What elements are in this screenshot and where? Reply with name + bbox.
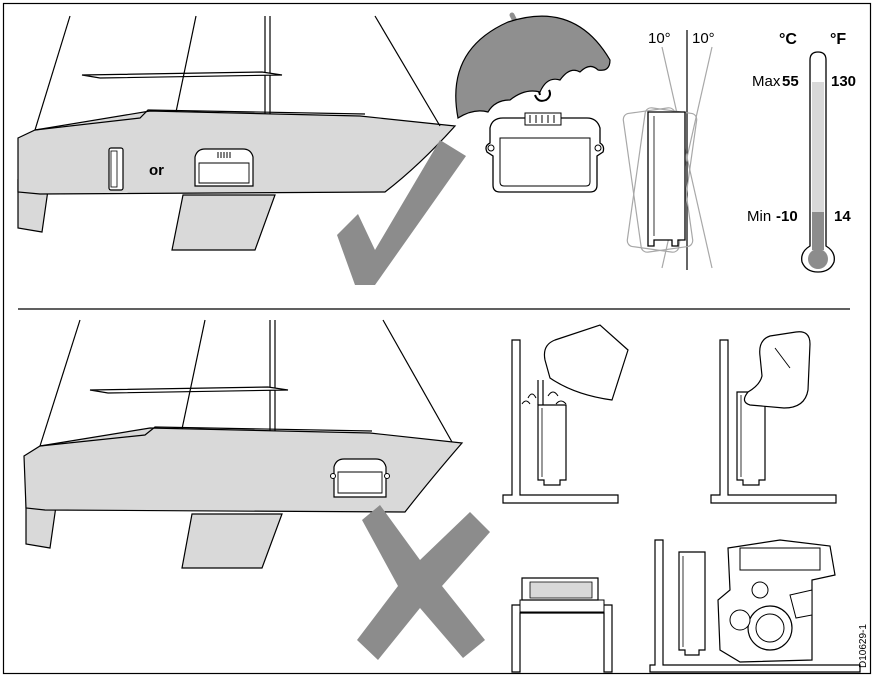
- exposed-display-unit: [330, 458, 390, 498]
- figure-id: D10629-1: [858, 624, 869, 668]
- or-label: or: [149, 162, 164, 179]
- thermometer-range-band: [812, 82, 824, 212]
- cabin-roof: [39, 426, 373, 447]
- spreader: [81, 71, 283, 79]
- correct-boat-illustration: or: [17, 15, 457, 251]
- side-mounted-unit-face: [110, 150, 118, 188]
- backstay: [374, 15, 441, 127]
- incorrect-boat-illustration: [23, 319, 464, 569]
- water-splash: [521, 391, 567, 405]
- min-label: Min: [747, 208, 771, 225]
- backstay: [382, 319, 453, 443]
- foot-pressure-scenario: [710, 331, 837, 504]
- thermometer-icon: [801, 51, 835, 273]
- horizontal-mount-scenario: [511, 577, 613, 673]
- tilt-right-label: 10°: [692, 30, 715, 47]
- celsius-unit: °C: [779, 31, 797, 48]
- fahrenheit-unit: °F: [830, 31, 846, 48]
- forestay: [39, 319, 81, 447]
- mounting-bracket: [502, 339, 619, 504]
- max-label: Max: [752, 73, 781, 90]
- water-exposure-scenario: [502, 324, 629, 504]
- thermometer-bulb: [808, 249, 828, 269]
- keel: [181, 513, 283, 569]
- max-fahrenheit: 130: [831, 73, 856, 90]
- mounting-bracket: [710, 339, 837, 504]
- cabin-roof: [34, 109, 366, 131]
- check-mark-icon: [337, 140, 466, 285]
- max-celsius: 55: [782, 73, 799, 90]
- engine-proximity-scenario: [649, 539, 861, 673]
- thermometer-cold-band: [812, 212, 824, 250]
- flat-mounted-unit: [194, 148, 254, 187]
- water-jug-icon: [543, 324, 629, 401]
- mounting-angle-diagram: 10° 10°: [622, 30, 715, 270]
- upright-unit: [647, 111, 686, 247]
- keel: [171, 194, 276, 251]
- engine-icon: [717, 539, 836, 663]
- shelf-bracket: [511, 604, 613, 673]
- umbrella-icon: [455, 12, 611, 119]
- sheltered-display-unit: [485, 112, 605, 193]
- forestay: [34, 15, 71, 131]
- boot-icon: [743, 331, 811, 409]
- cross-mark-icon: [357, 505, 490, 660]
- umbrella-canopy: [455, 15, 611, 119]
- mounting-bracket: [649, 539, 861, 673]
- min-fahrenheit: 14: [834, 208, 851, 225]
- shroud: [181, 319, 206, 430]
- tilt-left-label: 10°: [648, 30, 671, 47]
- spreader: [89, 386, 289, 394]
- shroud: [175, 15, 197, 113]
- min-celsius: -10: [776, 208, 798, 225]
